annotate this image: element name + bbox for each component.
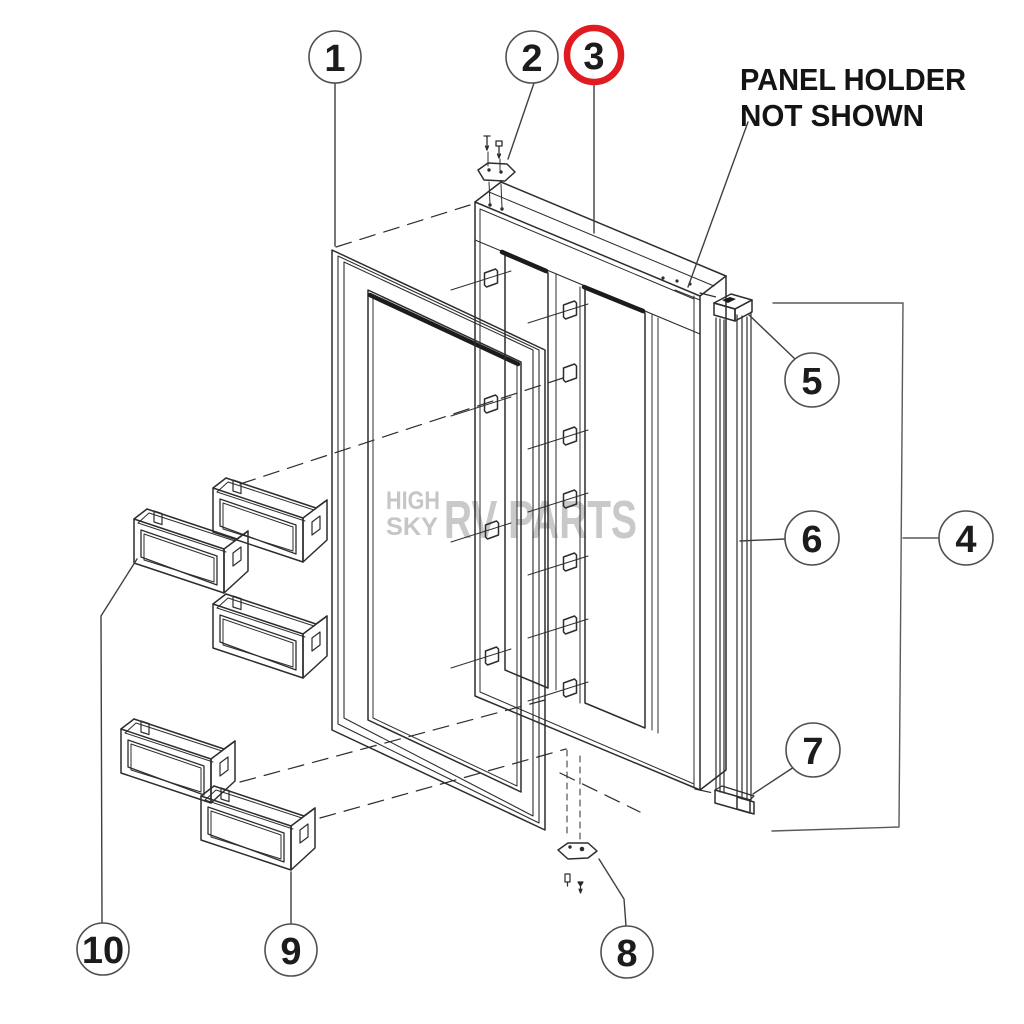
alignment-lines: [239, 204, 719, 819]
rail-top-cap: [713, 293, 753, 322]
watermark-word-high: HIGH: [386, 487, 440, 515]
callout-4-bracket: [771, 302, 940, 832]
door-clips-center-column: [527, 300, 589, 702]
door-bin: [212, 477, 328, 563]
leader-8: [598, 858, 627, 927]
leader-lines: [100, 82, 796, 927]
door-clips-left-column: [450, 268, 512, 669]
callout-1[interactable]: 1: [308, 30, 362, 84]
part-door-bins-lower: [120, 718, 316, 871]
door-bin: [212, 593, 328, 679]
svg-text:5: 5: [801, 361, 822, 403]
panel-holder-note: PANEL HOLDER NOT SHOWN: [740, 62, 966, 133]
highlight-ring: [563, 24, 625, 86]
callout-9[interactable]: 9: [264, 923, 318, 977]
callout-4[interactable]: 4: [938, 510, 994, 566]
note-line-2: NOT SHOWN: [740, 98, 924, 133]
door-bin: [200, 785, 316, 871]
door-bin: [133, 508, 249, 594]
watermark: HIGH SKY RV PARTS: [386, 487, 637, 550]
callout-5[interactable]: 5: [784, 352, 840, 408]
callouts: 1 2 3 4 5 6 7 8: [76, 24, 994, 979]
leader-10: [100, 558, 138, 924]
part-inner-door-panel: [450, 181, 727, 791]
callout-10[interactable]: 10: [76, 922, 130, 976]
watermark-word-sky: SKY: [386, 513, 438, 541]
svg-text:6: 6: [801, 519, 822, 561]
note-line-1: PANEL HOLDER: [740, 62, 966, 97]
leader-7: [752, 766, 795, 795]
part-bottom-hinge-bracket: [557, 749, 598, 894]
leader-5: [747, 313, 796, 360]
svg-text:8: 8: [616, 933, 637, 975]
leader-panel-holder-note: [687, 121, 749, 288]
callout-8[interactable]: 8: [600, 925, 654, 979]
leader-6: [739, 538, 786, 542]
svg-text:4: 4: [955, 519, 976, 561]
callout-3-highlighted[interactable]: 3: [563, 24, 625, 86]
part-door-bins-upper: [133, 477, 328, 679]
svg-text:2: 2: [521, 38, 542, 80]
svg-text:10: 10: [82, 930, 124, 972]
rail-bottom-cap: [714, 785, 755, 815]
callout-7[interactable]: 7: [785, 722, 841, 778]
part-top-hinge-bracket: [477, 135, 516, 211]
callout-2[interactable]: 2: [505, 30, 559, 84]
part-door-gasket: [331, 249, 546, 831]
svg-text:7: 7: [802, 731, 823, 773]
watermark-word-rvparts: RV PARTS: [444, 490, 637, 550]
part-side-rail: [713, 293, 755, 815]
svg-text:9: 9: [280, 931, 301, 973]
callout-6[interactable]: 6: [784, 510, 840, 566]
svg-text:1: 1: [324, 38, 345, 80]
leader-2: [507, 82, 535, 160]
svg-text:3: 3: [583, 36, 604, 78]
